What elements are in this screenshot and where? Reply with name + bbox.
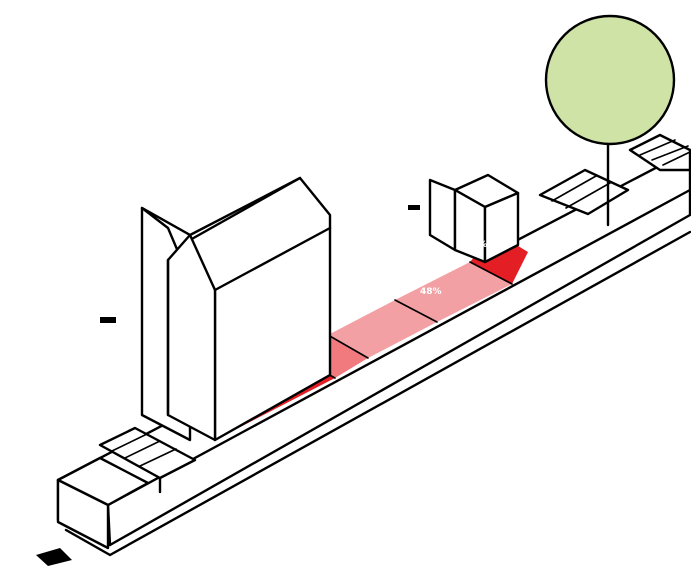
- segment-label-1: 38%: [255, 385, 277, 395]
- small-cube: [428, 173, 520, 264]
- left-marker: [100, 317, 116, 323]
- large-building: [140, 176, 332, 442]
- floor-segment-3: [328, 300, 437, 358]
- direction-arrow: [36, 548, 72, 566]
- floor-segment-4: [395, 262, 512, 322]
- segment-label-4: 48%: [420, 287, 442, 297]
- front-block: [56, 456, 150, 550]
- bench-upper: [538, 133, 691, 216]
- bench-lower: [98, 426, 197, 494]
- segment-label-5: 6%: [472, 240, 487, 250]
- cube-marker: [408, 205, 420, 210]
- tree-canopy: [544, 14, 676, 146]
- tree: [544, 14, 676, 227]
